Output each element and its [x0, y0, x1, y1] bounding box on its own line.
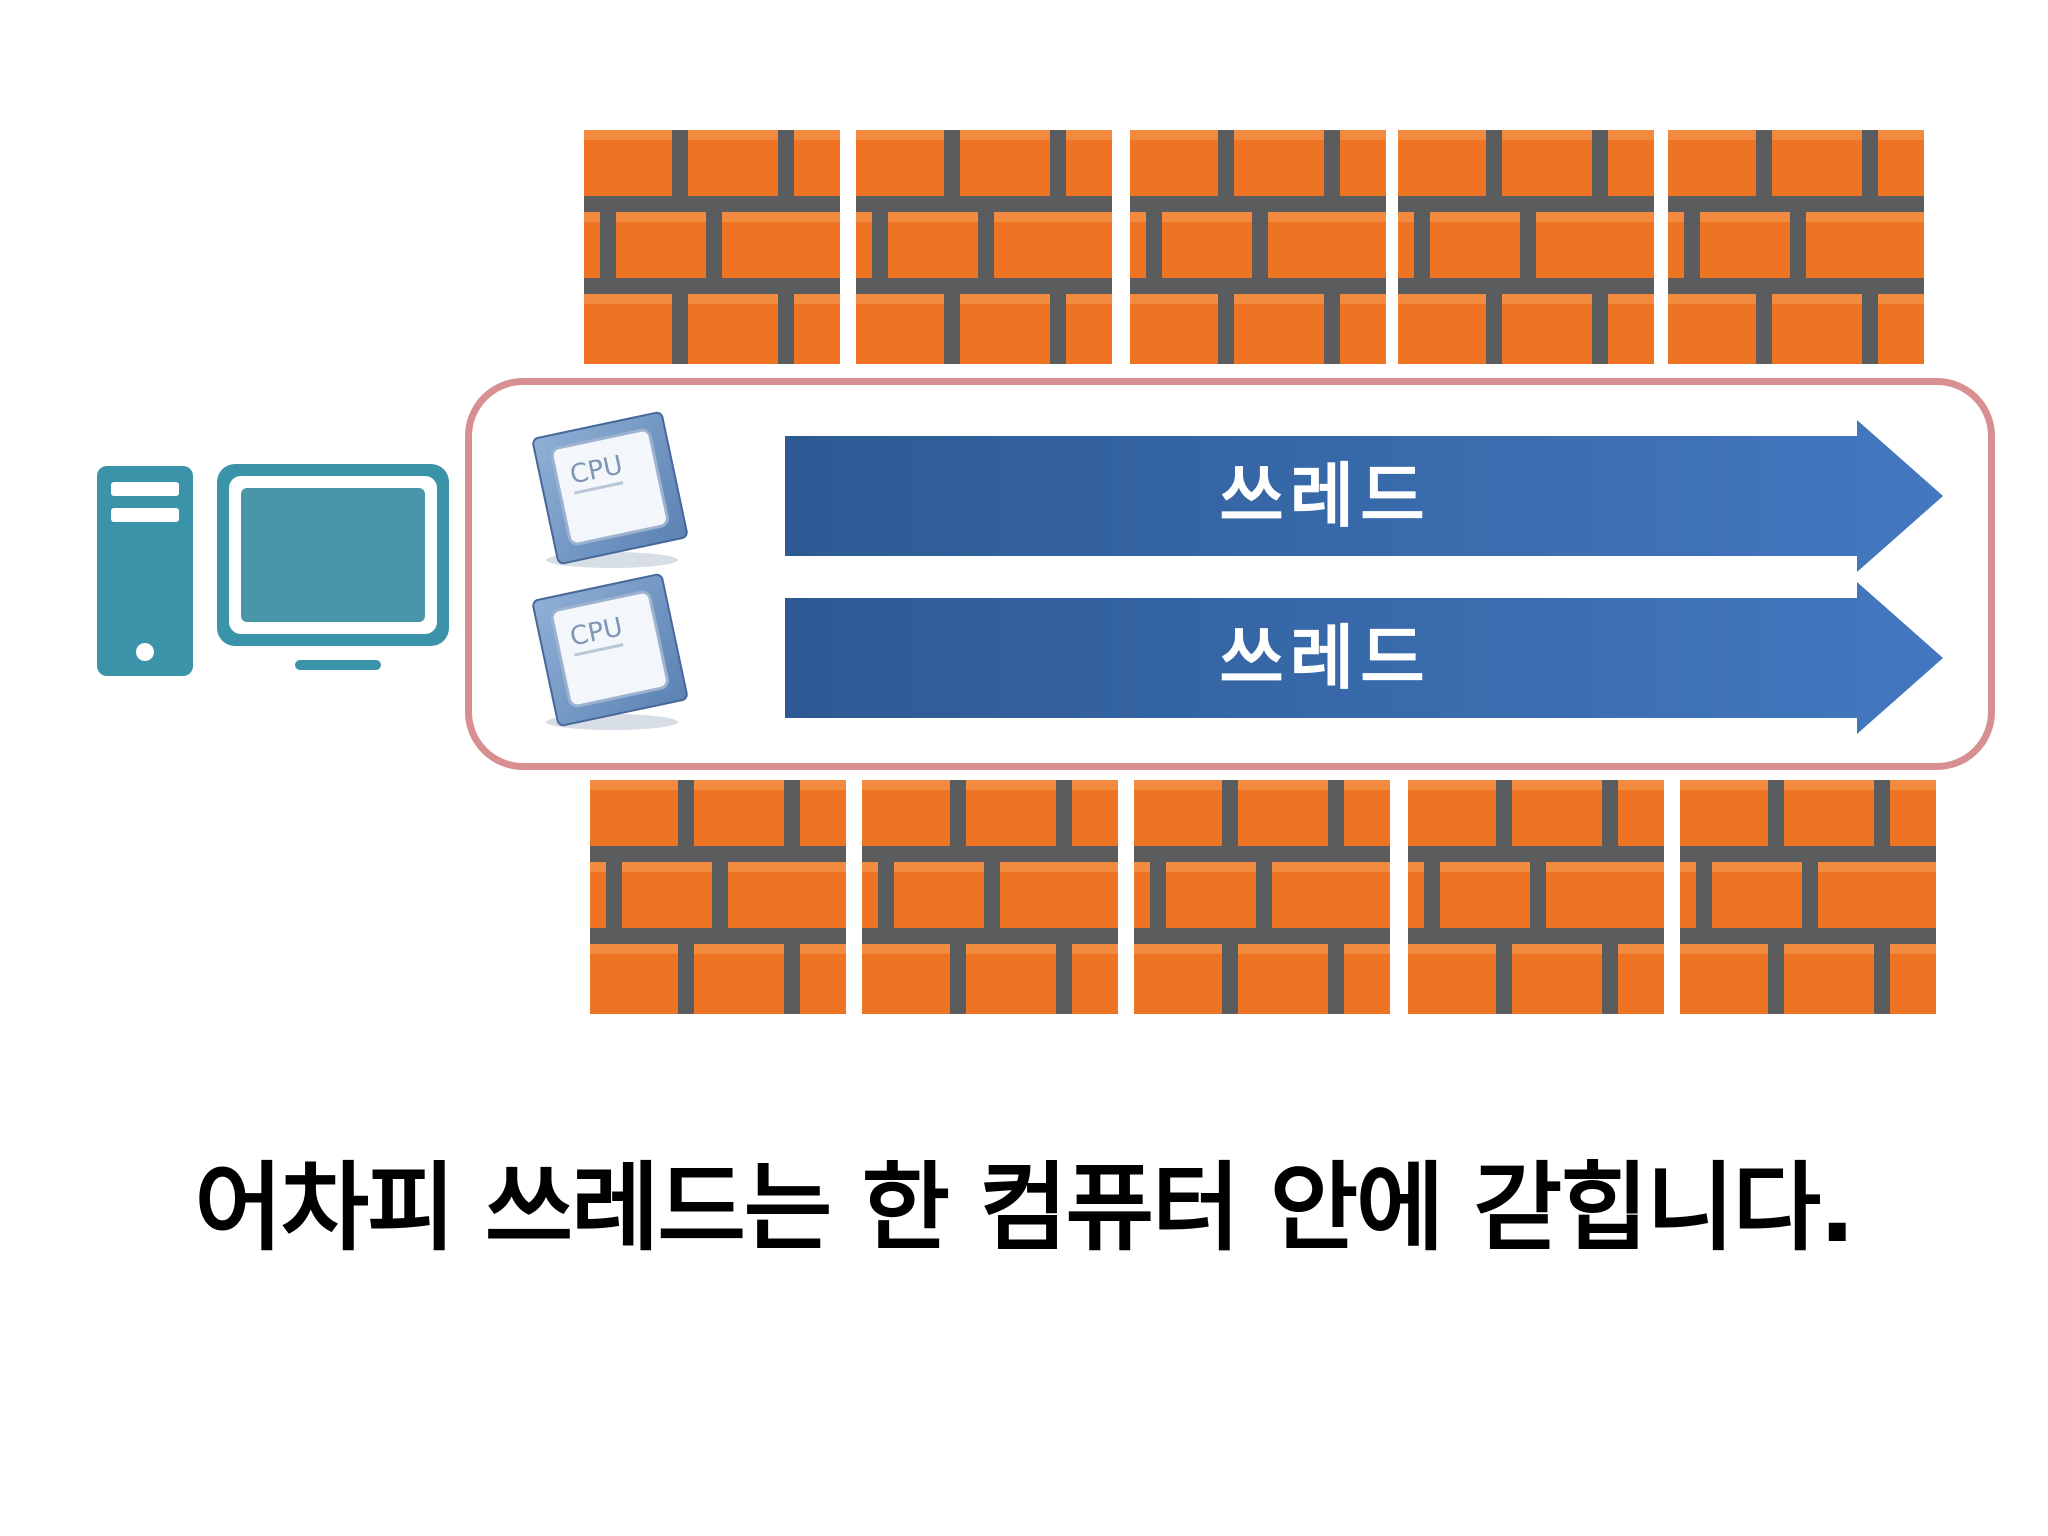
cpu-chip-icon: CPU [530, 410, 690, 570]
brick-wall-segment [1134, 780, 1390, 1014]
thread-arrow: 쓰레드 [785, 582, 1945, 734]
cpu-chip-icon: CPU [530, 572, 690, 732]
brick-wall-segment [1668, 130, 1924, 364]
brick-wall-top [0, 130, 2048, 370]
brick-wall-segment [1130, 130, 1386, 364]
brick-wall-bottom [0, 780, 2048, 1020]
brick-wall-segment [1398, 130, 1654, 364]
thread-label: 쓰레드 [1219, 617, 1431, 699]
brick-wall-segment [584, 130, 840, 364]
brick-wall-segment [856, 130, 1112, 364]
brick-wall-segment [1680, 780, 1936, 1014]
brick-wall-segment [1408, 780, 1664, 1014]
brick-wall-segment [590, 780, 846, 1014]
thread-arrow: 쓰레드 [785, 420, 1945, 572]
caption: 어차피 쓰레드는 한 컴퓨터 안에 갇힙니다. [194, 1152, 1855, 1264]
thread-label: 쓰레드 [1219, 455, 1431, 537]
desktop-computer-icon [95, 460, 455, 680]
brick-wall-segment [862, 780, 1118, 1014]
